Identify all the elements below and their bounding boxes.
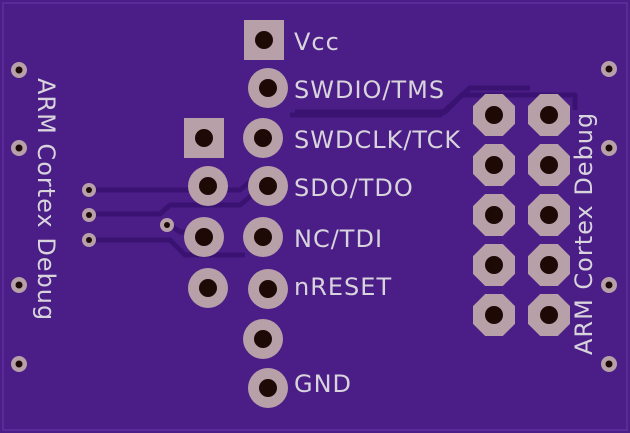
via-hole — [86, 237, 92, 243]
via-hole — [164, 222, 170, 228]
trace — [90, 237, 245, 258]
side-label-right: ARM Cortex Debug — [570, 112, 598, 355]
pad-hole — [199, 177, 217, 195]
pad-hole — [485, 206, 503, 224]
cortex-10pin-header — [473, 94, 570, 336]
side-label-left: ARM Cortex Debug — [32, 78, 60, 321]
pad-hole — [540, 106, 558, 124]
via-hole — [15, 281, 23, 289]
pad-hole — [485, 156, 503, 174]
pin-label-swdclk: SWDCLK/TCK — [294, 126, 461, 154]
pad-hole — [254, 330, 272, 348]
pad-hole — [199, 279, 217, 297]
via-hole — [605, 360, 613, 368]
pin-label-gnd: GND — [294, 370, 352, 398]
secondary-header — [184, 118, 228, 308]
pad-hole — [259, 379, 277, 397]
pad-hole — [485, 256, 503, 274]
pad-hole — [540, 156, 558, 174]
pad-hole — [195, 228, 213, 246]
via-hole — [15, 144, 23, 152]
main-header — [243, 20, 288, 408]
via-hole — [605, 144, 613, 152]
via-hole — [86, 212, 92, 218]
pad-hole — [254, 228, 272, 246]
via-hole — [605, 281, 613, 289]
pin-labels: Vcc SWDIO/TMS SWDCLK/TCK SDO/TDO NC/TDI … — [294, 28, 461, 398]
pad-hole — [259, 177, 277, 195]
pad-hole — [485, 306, 503, 324]
pin-label-vcc: Vcc — [294, 28, 340, 56]
via-hole — [605, 65, 613, 73]
pin-label-nreset: nRESET — [294, 273, 392, 301]
via-hole — [15, 360, 23, 368]
pin-label-swdio: SWDIO/TMS — [294, 76, 445, 104]
pad-hole — [540, 256, 558, 274]
left-vias — [11, 62, 27, 372]
pin-label-tdi: NC/TDI — [294, 225, 383, 253]
right-vias — [601, 61, 617, 372]
pad-hole — [540, 206, 558, 224]
traces — [90, 85, 578, 258]
pad-hole — [540, 306, 558, 324]
trace — [90, 178, 254, 193]
pad-hole — [259, 280, 277, 298]
pad-hole — [195, 129, 213, 147]
trace — [90, 193, 254, 217]
pad-hole — [254, 129, 272, 147]
pin-label-sdo: SDO/TDO — [294, 174, 414, 202]
pad-hole — [259, 79, 277, 97]
via-hole — [15, 66, 23, 74]
signal-vias — [82, 183, 174, 247]
via-hole — [86, 187, 92, 193]
pad-hole — [485, 106, 503, 124]
pad-hole — [255, 31, 273, 49]
trace — [290, 85, 530, 118]
